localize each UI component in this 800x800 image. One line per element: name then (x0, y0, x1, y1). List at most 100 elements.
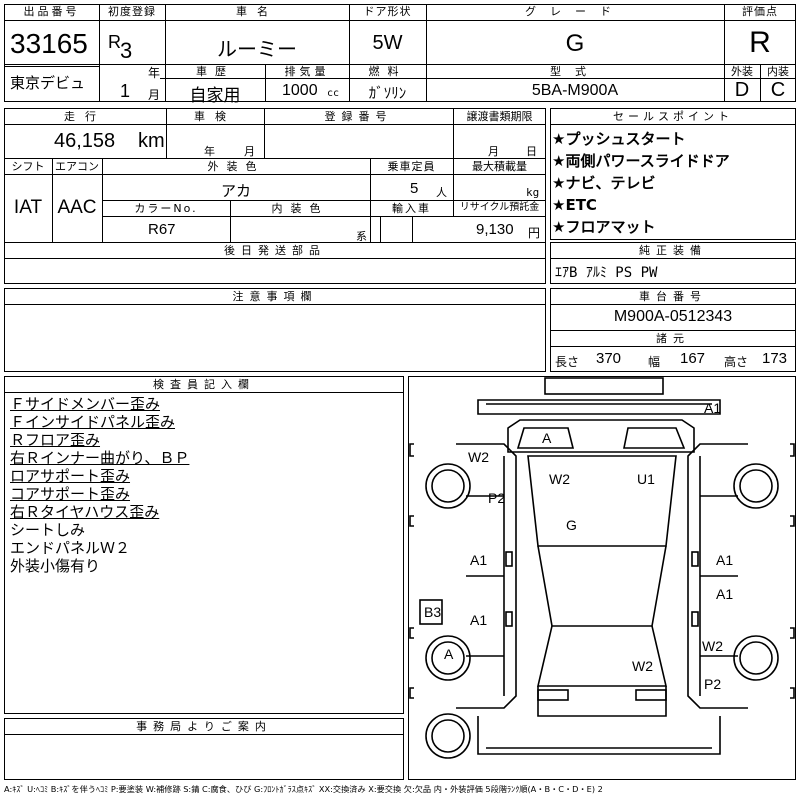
sales-point-item: ★両側パワースライドドア (552, 152, 730, 170)
length-value: 370 (596, 350, 622, 367)
color-no-value: R67 (148, 221, 176, 238)
reg-no-label: 登録番号 (324, 110, 393, 123)
height-label: 高さ (724, 355, 749, 369)
inspector-note-item: Ｆサイドメンバー歪み (10, 395, 161, 413)
equipment-label: 純正装備 (639, 244, 707, 257)
damage-diagram-panel (408, 376, 796, 780)
office-label: 事務局よりご案内 (136, 720, 272, 733)
insp-month-unit: 月 (244, 145, 255, 158)
color-label: 外装色 (207, 160, 265, 173)
ac-value: AAC (57, 197, 97, 218)
notes-panel (4, 288, 546, 372)
mark-w2-lf: W2 (468, 449, 489, 465)
mileage-unit: km (138, 130, 165, 152)
transfer-day-unit: 日 (526, 145, 537, 158)
lot-number: 33165 (10, 28, 88, 59)
sales-points-label: セールスポイント (613, 110, 733, 123)
inspector-note-item: ロアサポート歪み (10, 467, 131, 485)
chassis-value: M900A-0512343 (613, 308, 733, 325)
inspector-note-item: エンドパネルＷ２ (10, 539, 131, 557)
car-name: ルーミー (217, 37, 297, 61)
interior-color-label: 内装色 (271, 202, 329, 215)
mark-a1-lfd: A1 (470, 552, 488, 568)
model-value: 5BA-M900A (531, 82, 619, 99)
score-value: R (749, 26, 771, 59)
equipment-value: ｴｱB ｱﾙﾐ PS PW (555, 265, 658, 281)
recycle-label: リサイクル預託金 (459, 202, 540, 213)
color-value: アカ (220, 182, 251, 200)
mileage-label: 走行 (64, 110, 106, 123)
header-panel (4, 4, 796, 102)
car-damage-diagram (409, 377, 795, 759)
ext-grade: D (734, 79, 750, 101)
score-label: 評価点 (742, 5, 778, 18)
first-reg-label: 初度登録 (108, 5, 156, 18)
insp-year-unit: 年 (204, 145, 215, 158)
shift-value: IAT (13, 197, 43, 218)
sales-point-item: ★フロアマット (552, 218, 656, 236)
model-label: 型式 (550, 65, 600, 78)
inspector-note-item: 外装小傷有り (10, 557, 101, 575)
inspector-panel (4, 376, 404, 714)
inspector-note-item: コアサポート歪み (10, 485, 131, 503)
transfer-month-unit: 月 (488, 145, 499, 158)
mark-g-glass: G (566, 517, 577, 533)
height-value: 173 (762, 350, 788, 367)
mark-w2-rear: W2 (632, 658, 653, 674)
displacement-label: 排気量 (284, 65, 330, 78)
mark-a1-rrd: A1 (716, 586, 734, 602)
mark-p2-rr: P2 (704, 676, 722, 692)
history-label: 車歴 (196, 65, 234, 78)
inspection-label: 車検 (194, 110, 236, 123)
year-unit: 年 (148, 66, 161, 80)
mark-a1-rfd: A1 (716, 552, 734, 568)
sales-point-item: ★ETC (552, 196, 597, 214)
notes-label: 注意事項欄 (232, 290, 318, 303)
dims-label: 諸元 (656, 332, 690, 345)
color-no-label: カラーNo. (134, 202, 198, 215)
recycle-unit: 円 (528, 226, 541, 240)
displacement-value: 1000 (282, 82, 318, 99)
reg-year: 3 (120, 38, 133, 63)
era: R (108, 32, 121, 52)
capacity-value: 5 (410, 180, 419, 197)
width-label: 幅 (648, 355, 661, 369)
int-grade: C (770, 79, 786, 101)
chassis-label: 車台番号 (639, 290, 707, 303)
door-label: ドア形状 (363, 5, 412, 18)
office-panel (4, 718, 404, 780)
mileage-value: 46,158 (54, 130, 116, 152)
mark-a1-top: A1 (704, 400, 722, 416)
inspector-label: 検査員記入欄 (153, 378, 255, 391)
inspector-note-item: 右Ｒタイヤハウス歪み (10, 503, 160, 521)
door-value: 5W (372, 32, 403, 54)
sales-point-item: ★ナビ、テレビ (552, 174, 656, 192)
venue: 東京デビュ (10, 74, 86, 92)
month-unit: 月 (148, 88, 161, 102)
reg-month: 1 (120, 81, 131, 101)
import-label: 輸入車 (392, 202, 431, 215)
car-name-label: 車名 (236, 5, 278, 18)
mark-u1-roof: U1 (637, 471, 655, 487)
fuel-label: 燃料 (368, 65, 407, 78)
inspector-note-item: シートしみ (10, 521, 86, 539)
load-label: 最大積載量 (472, 160, 527, 173)
mark-w2-roof: W2 (549, 471, 570, 487)
shift-label: シフト (11, 160, 45, 173)
width-value: 167 (680, 350, 706, 367)
inspector-note-item: Ｆインサイドパネル歪み (10, 413, 176, 431)
specs-panel (4, 108, 546, 284)
equipment-panel (550, 242, 796, 284)
sales-points-panel (550, 108, 796, 240)
history-value: 自家用 (189, 86, 241, 106)
load-unit: kg (526, 186, 540, 199)
legend: A:ｷｽﾞ U:ﾍｺﾐ B:ｷｽﾞを伴うﾍｺﾐ P:要塗装 W:補修跡 S:錆 … (4, 784, 603, 794)
capacity-unit: 人 (436, 186, 447, 199)
after-parts-label: 後日発送部品 (224, 244, 326, 257)
ext-label: 外装 (731, 65, 753, 78)
ac-label: エアコン (55, 160, 99, 173)
recycle-value: 9,130 (476, 221, 514, 238)
mark-p2-lf: P2 (488, 490, 506, 506)
lot-label: 出品番号 (23, 5, 80, 18)
